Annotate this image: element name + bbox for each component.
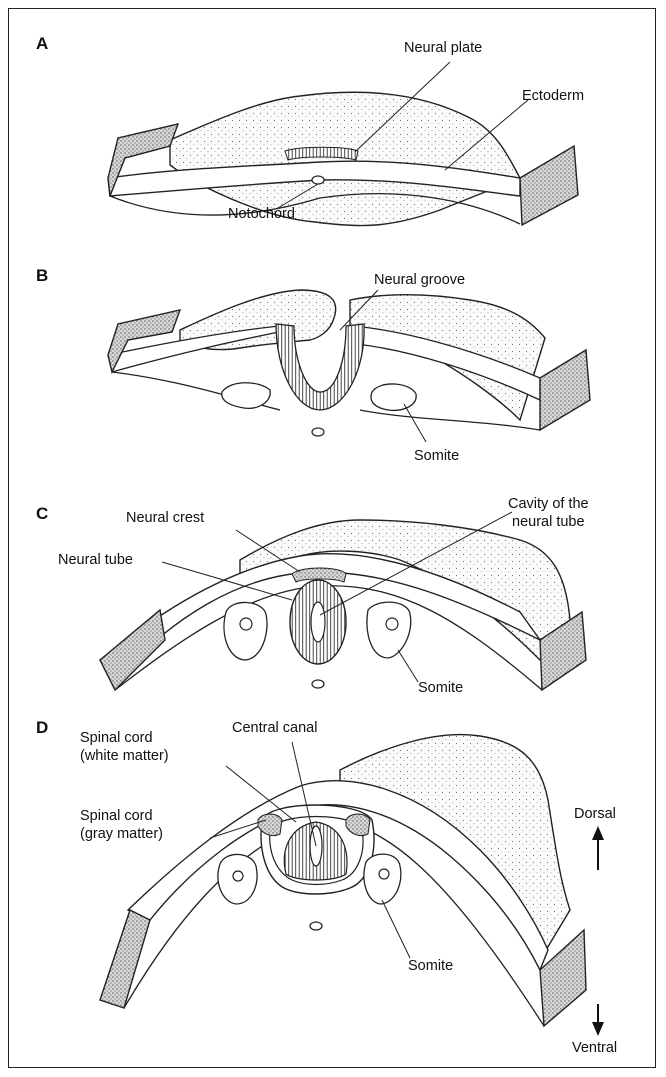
neural-groove-label: Neural groove bbox=[374, 272, 466, 288]
panel-a-lower-layer bbox=[109, 192, 521, 225]
panel-b-right-block bbox=[539, 348, 591, 432]
panel-d-letter: D bbox=[36, 718, 49, 737]
dorsal-arrowhead bbox=[592, 826, 604, 840]
ventral-label: Ventral bbox=[572, 1040, 618, 1056]
central-canal-label: Central canal bbox=[232, 720, 318, 736]
ventral-arrowhead bbox=[592, 1022, 604, 1036]
panel-a-right-block bbox=[519, 144, 579, 227]
panel-a-drawing bbox=[107, 61, 579, 227]
panel-c-neural-crest bbox=[291, 567, 347, 583]
panel-a-ectoderm-surface bbox=[169, 91, 521, 227]
panel-d-right-block bbox=[539, 928, 587, 1028]
panel-d-drawing bbox=[99, 733, 604, 1036]
gray-matter-label-line2: (gray matter) bbox=[80, 826, 163, 842]
figure-frame bbox=[8, 8, 656, 1068]
panel-a-neural-plate-band bbox=[284, 146, 359, 161]
panel-b-left-somite bbox=[221, 382, 271, 409]
panel-b-somite-label: Somite bbox=[414, 448, 460, 464]
panel-d-somite-label: Somite bbox=[408, 958, 454, 974]
panel-c-letter: C bbox=[36, 504, 49, 523]
panel-c-left-somite bbox=[223, 601, 268, 661]
panel-b-drawing bbox=[107, 289, 591, 443]
cavity-label-line1: Cavity of the bbox=[508, 496, 589, 512]
panel-d-left-fold bbox=[99, 909, 151, 1009]
neural-crest-label: Neural crest bbox=[126, 510, 205, 526]
dorsal-label: Dorsal bbox=[574, 806, 616, 822]
panel-b-right-somite bbox=[370, 383, 417, 412]
panel-b-neural-groove bbox=[275, 323, 365, 411]
cavity-label-line2: neural tube bbox=[512, 514, 585, 530]
panel-c-tube-cavity bbox=[310, 601, 326, 643]
panel-c-right-somite bbox=[366, 601, 412, 659]
panel-a-letter: A bbox=[36, 34, 49, 53]
neural-tube-label: Neural tube bbox=[58, 552, 133, 568]
white-matter-label-line2: (white matter) bbox=[80, 748, 169, 764]
panel-c-drawing bbox=[99, 511, 587, 692]
panel-c-right-block bbox=[539, 610, 587, 692]
panel-c-left-fold bbox=[99, 608, 166, 692]
white-matter-label-line1: Spinal cord bbox=[80, 730, 153, 746]
panel-b-letter: B bbox=[36, 266, 49, 285]
panel-c-somite-label: Somite bbox=[418, 680, 464, 696]
gray-matter-label-line1: Spinal cord bbox=[80, 808, 153, 824]
ectoderm-label: Ectoderm bbox=[522, 88, 585, 104]
neural-plate-label: Neural plate bbox=[404, 40, 483, 56]
notochord-label: Notochord bbox=[228, 206, 295, 222]
